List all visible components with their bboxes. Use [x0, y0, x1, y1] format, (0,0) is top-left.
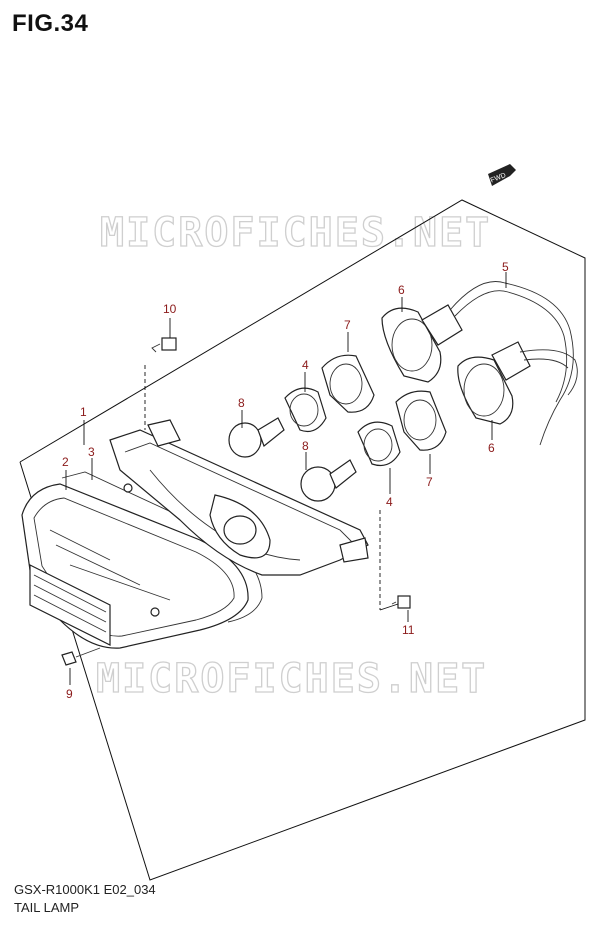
watermark-top: MICROFICHES.NET — [100, 210, 491, 256]
screw-lower — [391, 595, 411, 609]
bulb-lower — [300, 459, 357, 502]
bulb-upper — [228, 417, 285, 458]
watermark-bottom: MICROFICHES.NET — [96, 656, 487, 702]
figure-title: FIG.34 — [12, 10, 89, 37]
socket-lower — [357, 421, 401, 467]
callout-2: 2 — [62, 455, 69, 469]
screw-upper — [151, 337, 177, 353]
model-code: GSX-R1000K1 E02_034 — [14, 882, 156, 897]
callout-4-lower: 4 — [386, 495, 393, 509]
leader-lines — [65, 272, 507, 685]
callout-8-lower: 8 — [302, 439, 309, 453]
socket-ring-upper — [321, 354, 375, 413]
callout-4-upper: 4 — [302, 358, 309, 372]
socket-upper — [284, 387, 327, 433]
callout-5: 5 — [502, 260, 509, 274]
tail-lamp-housing — [109, 419, 369, 576]
callout-3: 3 — [88, 445, 95, 459]
assembly-frame — [19, 199, 586, 881]
screw-bottom — [61, 647, 101, 666]
wire-harness — [421, 281, 578, 446]
socket-gasket-upper — [381, 307, 442, 383]
tail-lamp-lens — [21, 483, 249, 649]
callout-7-upper: 7 — [344, 318, 351, 332]
callout-6-upper: 6 — [398, 283, 405, 297]
callout-1: 1 — [80, 405, 87, 419]
socket-gasket-lower — [457, 356, 514, 425]
callout-8-upper: 8 — [238, 396, 245, 410]
callout-10: 10 — [163, 302, 177, 316]
callout-11: 11 — [402, 623, 415, 637]
socket-ring-lower — [395, 390, 447, 451]
section-name: TAIL LAMP — [14, 900, 80, 915]
callout-6-lower: 6 — [488, 441, 495, 455]
fwd-arrow-icon: FWD — [488, 164, 516, 186]
callout-7-lower: 7 — [426, 475, 433, 489]
callout-9: 9 — [66, 687, 73, 701]
